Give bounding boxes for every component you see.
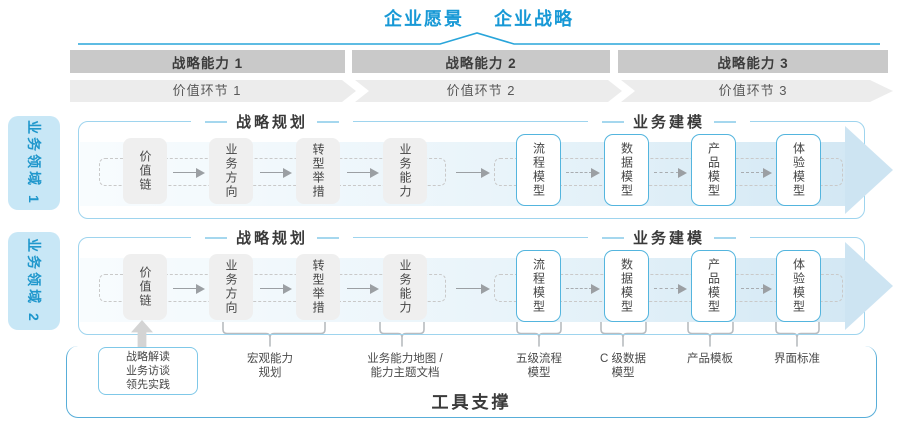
capability-bar-1: 战略能力 1 xyxy=(70,50,345,73)
chevron-gap-icon xyxy=(342,80,369,102)
capability-bar-3: 战略能力 3 xyxy=(618,50,888,73)
note-process-model: 五级流程 模型 xyxy=(516,353,562,379)
box-product-model: 产品模型 xyxy=(691,250,736,322)
value-link-2: 价值环节 2 xyxy=(446,83,516,98)
flow-arrow-dashed-icon xyxy=(741,168,772,178)
strategy-title: 企业战略 xyxy=(494,9,574,29)
flow-arrow-dashed-icon xyxy=(654,284,687,294)
note-capability-map: 业务能力地图 / 能力主题文档 xyxy=(367,353,443,379)
title-dash-icon xyxy=(714,236,737,239)
title-dash-icon xyxy=(601,120,624,123)
box-business-direction: 业务方向 xyxy=(209,254,253,320)
tool-support-tray: 工具支撑 xyxy=(66,346,877,418)
vision-title: 企业愿景 xyxy=(384,9,464,29)
title-dash-icon xyxy=(601,236,624,239)
chevron-gap-icon xyxy=(608,80,635,102)
note-data-model: C 级数据 模型 xyxy=(600,353,646,379)
title-dash-icon xyxy=(317,236,340,239)
value-chain-arrow-strip xyxy=(70,80,893,102)
flow-arrow-icon xyxy=(173,284,205,294)
dashed-planning-group xyxy=(99,274,446,302)
box-value-chain: 价值链 xyxy=(123,138,167,204)
dashed-modeling-group xyxy=(494,158,843,186)
title-dash-icon xyxy=(204,120,227,123)
flow-arrow-icon xyxy=(260,284,292,294)
dashed-planning-group xyxy=(99,158,446,186)
flow-arrow-icon xyxy=(347,168,379,178)
box-data-model: 数据模型 xyxy=(604,134,649,206)
box-process-model: 流程模型 xyxy=(516,134,561,206)
flow-arrowhead-icon xyxy=(845,126,893,214)
domain1-band: 价值链 业务方向 转型举措 业务能力 流程模型 数据模型 产品模型 体验模型 战… xyxy=(78,111,893,219)
box-business-direction: 业务方向 xyxy=(209,138,253,204)
domain-pill-2: 业务领域 2 xyxy=(8,232,60,330)
modeling-section-title: 业务建模 xyxy=(587,111,751,132)
domain-pill-1: 业务领域 1 xyxy=(8,116,60,210)
box-experience-model: 体验模型 xyxy=(776,250,821,322)
value-link-3: 价值环节 3 xyxy=(718,83,788,98)
note-product-template: 产品模板 xyxy=(687,353,733,365)
title-dash-icon xyxy=(204,236,227,239)
flow-arrow-icon xyxy=(260,168,292,178)
value-link-1: 价值环节 1 xyxy=(172,83,242,98)
tool-support-label: 工具支撑 xyxy=(431,393,512,412)
note-macro-capability: 宏观能力 规划 xyxy=(247,353,293,379)
title-dash-icon xyxy=(714,120,737,123)
flow-arrow-icon xyxy=(456,168,490,178)
planning-section-title: 战略规划 xyxy=(190,111,354,132)
flow-arrow-dashed-icon xyxy=(566,284,600,294)
flow-arrow-icon xyxy=(347,284,379,294)
domain2-band: 价值链 业务方向 转型举措 业务能力 流程模型 数据模型 产品模型 体验模型 战… xyxy=(78,227,893,335)
box-value-chain: 价值链 xyxy=(123,254,167,320)
strategy-inputs-box: 战略解读 业务访谈 领先实践 xyxy=(98,347,198,395)
flow-arrowhead-icon xyxy=(845,242,893,330)
box-business-capability: 业务能力 xyxy=(383,138,427,204)
flow-arrow-dashed-icon xyxy=(566,168,600,178)
box-data-model: 数据模型 xyxy=(604,250,649,322)
dashed-modeling-group xyxy=(494,274,843,302)
box-business-capability: 业务能力 xyxy=(383,254,427,320)
flow-arrow-icon xyxy=(173,168,205,178)
flow-arrow-dashed-icon xyxy=(741,284,772,294)
box-transformation-initiatives: 转型举措 xyxy=(296,138,340,204)
note-ui-standard: 界面标准 xyxy=(774,353,820,365)
box-product-model: 产品模型 xyxy=(691,134,736,206)
flow-arrow-dashed-icon xyxy=(654,168,687,178)
box-process-model: 流程模型 xyxy=(516,250,561,322)
title-dash-icon xyxy=(317,120,340,123)
flow-arrow-icon xyxy=(456,284,490,294)
header-divider-caret-icon xyxy=(78,32,880,45)
modeling-section-title: 业务建模 xyxy=(587,227,751,248)
planning-section-title: 战略规划 xyxy=(190,227,354,248)
box-transformation-initiatives: 转型举措 xyxy=(296,254,340,320)
page-title: 企业愿景 企业战略 xyxy=(78,5,880,31)
box-experience-model: 体验模型 xyxy=(776,134,821,206)
capability-bar-2: 战略能力 2 xyxy=(352,50,610,73)
